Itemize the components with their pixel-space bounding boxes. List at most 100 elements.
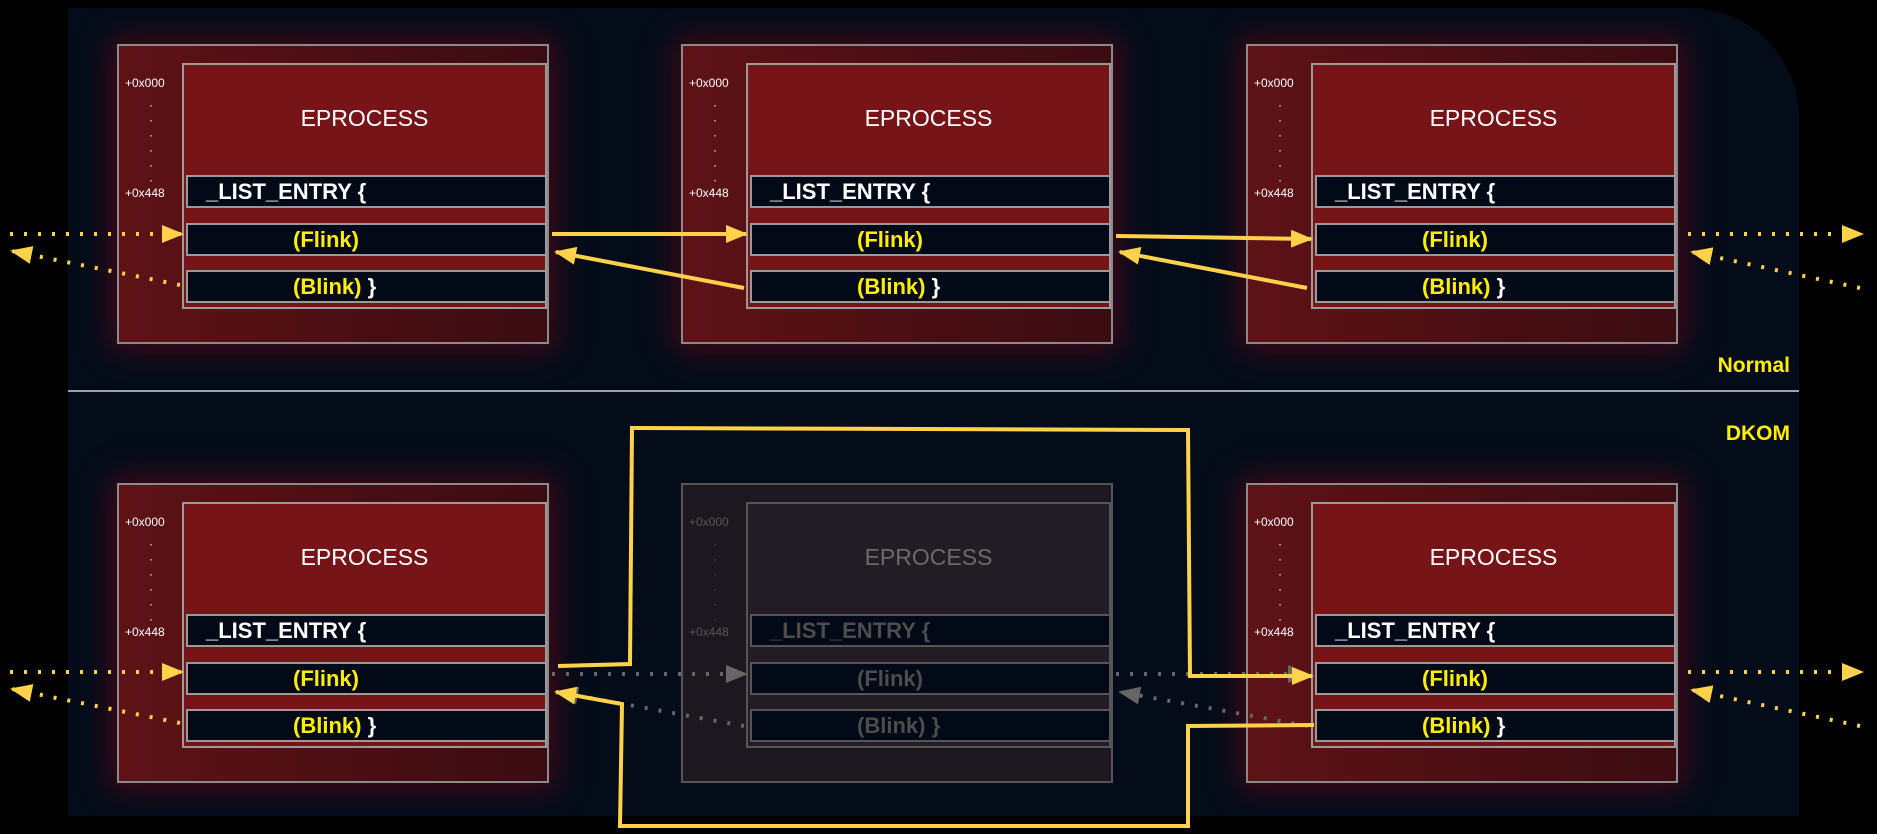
rerouted-flink-arrow-1-3	[557, 425, 1314, 685]
eprocess-title: EPROCESS	[864, 105, 993, 131]
list-entry-label: _LIST_ENTRY {	[770, 618, 931, 643]
flink-label: (Flink)	[857, 227, 923, 252]
dkom-incoming-blink-arrow-3	[1690, 685, 1861, 728]
dkom-label: DKOM	[1725, 422, 1790, 445]
dkom-outgoing-blink-arrow-1	[10, 684, 181, 725]
eprocess-title: EPROCESS	[300, 105, 429, 131]
flink-label: (Flink)	[857, 666, 923, 691]
close-brace: }	[931, 274, 941, 299]
rerouted-blink-arrow-3-1	[554, 686, 1315, 828]
list-entry-header: _LIST_ENTRY {	[186, 614, 547, 647]
eprocess-struct: EPROCESS _LIST_ENTRY { (Flink) (Blink) }	[1311, 63, 1676, 309]
close-brace: }	[1496, 713, 1506, 738]
offset-ellipsis: · · · · · ·	[149, 98, 153, 187]
blink-label: (Blink)	[293, 274, 362, 299]
eprocess-node: +0x000 · · · · · · +0x448 EPROCESS _LIST…	[681, 44, 1113, 344]
list-entry-label: _LIST_ENTRY {	[206, 179, 367, 204]
offset-ellipsis: · · · · · ·	[713, 98, 717, 187]
eprocess-title: EPROCESS	[300, 544, 429, 570]
blink-label: (Blink)	[293, 713, 362, 738]
blink-line: (Blink) }	[857, 711, 940, 740]
eprocess-node: +0x000 · · · · · · +0x448 EPROCESS _LIST…	[117, 483, 549, 783]
list-entry-header: _LIST_ENTRY {	[1315, 614, 1676, 647]
flink-field: (Flink)	[750, 662, 1111, 695]
blink-field: (Blink) }	[1315, 709, 1676, 742]
eprocess-node: +0x000 · · · · · · +0x448 EPROCESS _LIST…	[1246, 44, 1678, 344]
offset-list-entry: +0x448	[689, 625, 729, 639]
flink-label: (Flink)	[293, 227, 359, 252]
close-brace: }	[1496, 274, 1506, 299]
list-entry-label: _LIST_ENTRY {	[1335, 179, 1496, 204]
blink-line: (Blink) }	[293, 711, 376, 740]
blink-line: (Blink) }	[1422, 272, 1505, 301]
flink-field: (Flink)	[750, 223, 1111, 256]
incoming-blink-arrow-3	[1690, 247, 1861, 290]
eprocess-node: +0x000 · · · · · · +0x448 EPROCESS _LIST…	[1246, 483, 1678, 783]
flink-field: (Flink)	[186, 662, 547, 695]
blink-field: (Blink) }	[186, 709, 547, 742]
dkom-row-links	[10, 425, 1864, 828]
offset-ellipsis: · · · · · ·	[1278, 98, 1282, 187]
offset-list-entry: +0x448	[125, 625, 165, 639]
blink-label: (Blink)	[1422, 274, 1491, 299]
eprocess-struct: EPROCESS _LIST_ENTRY { (Flink) (Blink) }	[746, 63, 1111, 309]
outgoing-blink-arrow-1	[10, 246, 181, 287]
eprocess-node: +0x000 · · · · · · +0x448 EPROCESS _LIST…	[117, 44, 549, 344]
close-brace: }	[367, 713, 377, 738]
eprocess-struct: EPROCESS _LIST_ENTRY { (Flink) (Blink) }	[1311, 502, 1676, 748]
blink-line: (Blink) }	[857, 272, 940, 301]
list-entry-label: _LIST_ENTRY {	[770, 179, 931, 204]
offset-ellipsis: · · · · · ·	[713, 537, 717, 626]
eprocess-title: EPROCESS	[864, 544, 993, 570]
blink-label: (Blink)	[1422, 713, 1491, 738]
eprocess-title: EPROCESS	[1429, 544, 1558, 570]
blink-line: (Blink) }	[293, 272, 376, 301]
offset-start: +0x000	[125, 76, 165, 90]
normal-label: Normal	[1717, 354, 1790, 377]
blink-arrow-2-1	[554, 246, 745, 290]
stale-blink-arrow-3-2	[1118, 686, 1309, 728]
blink-label: (Blink)	[857, 713, 926, 738]
flink-label: (Flink)	[1422, 227, 1488, 252]
list-entry-label: _LIST_ENTRY {	[1335, 618, 1496, 643]
flink-field: (Flink)	[1315, 223, 1676, 256]
offset-start: +0x000	[689, 515, 729, 529]
offset-list-entry: +0x448	[689, 186, 729, 200]
blink-arrow-3-2	[1118, 246, 1308, 290]
offset-start: +0x000	[1254, 515, 1294, 529]
blink-label: (Blink)	[857, 274, 926, 299]
blink-field: (Blink) }	[1315, 270, 1676, 303]
offset-list-entry: +0x448	[1254, 625, 1294, 639]
close-brace: }	[931, 713, 941, 738]
flink-field: (Flink)	[186, 223, 547, 256]
offset-start: +0x000	[1254, 76, 1294, 90]
eprocess-struct: EPROCESS _LIST_ENTRY { (Flink) (Blink) }	[746, 502, 1111, 748]
blink-line: (Blink) }	[1422, 711, 1505, 740]
blink-field: (Blink) }	[750, 709, 1111, 742]
flink-arrow-2-3	[1115, 229, 1313, 248]
offset-start: +0x000	[125, 515, 165, 529]
list-entry-label: _LIST_ENTRY {	[206, 618, 367, 643]
offset-ellipsis: · · · · · ·	[149, 537, 153, 626]
section-divider	[68, 390, 1799, 392]
close-brace: }	[367, 274, 377, 299]
blink-field: (Blink) }	[186, 270, 547, 303]
eprocess-title: EPROCESS	[1429, 105, 1558, 131]
offset-list-entry: +0x448	[125, 186, 165, 200]
list-entry-header: _LIST_ENTRY {	[750, 614, 1111, 647]
offset-ellipsis: · · · · · ·	[1278, 537, 1282, 626]
flink-label: (Flink)	[293, 666, 359, 691]
eprocess-node: +0x000 · · · · · · +0x448 EPROCESS _LIST…	[681, 483, 1113, 783]
list-entry-header: _LIST_ENTRY {	[1315, 175, 1676, 208]
flink-label: (Flink)	[1422, 666, 1488, 691]
offset-start: +0x000	[689, 76, 729, 90]
blink-field: (Blink) }	[750, 270, 1111, 303]
eprocess-struct: EPROCESS _LIST_ENTRY { (Flink) (Blink) }	[182, 502, 547, 748]
list-entry-header: _LIST_ENTRY {	[186, 175, 547, 208]
normal-row-links	[10, 225, 1864, 290]
eprocess-struct: EPROCESS _LIST_ENTRY { (Flink) (Blink) }	[182, 63, 547, 309]
offset-list-entry: +0x448	[1254, 186, 1294, 200]
list-entry-header: _LIST_ENTRY {	[750, 175, 1111, 208]
flink-field: (Flink)	[1315, 662, 1676, 695]
